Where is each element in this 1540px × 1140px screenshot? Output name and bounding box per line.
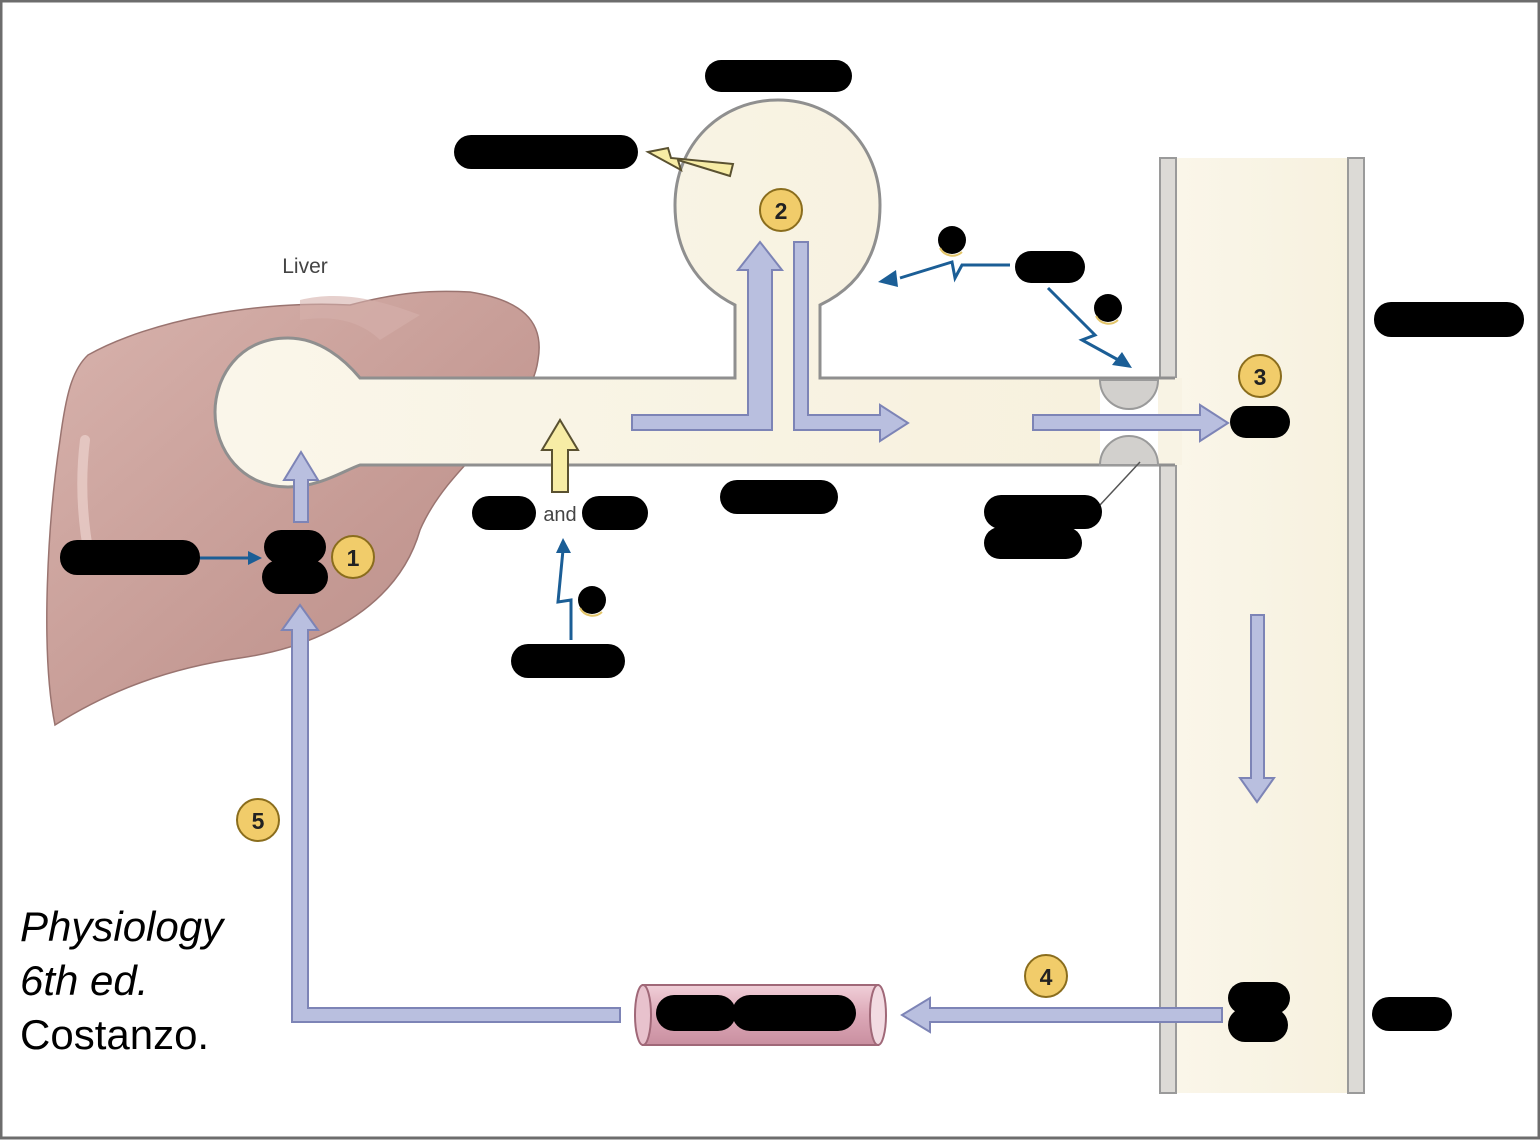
signal-arrows bbox=[200, 260, 1123, 640]
redacted-sign bbox=[938, 226, 966, 254]
step-number: 5 bbox=[252, 808, 265, 834]
redacted-label bbox=[262, 560, 328, 594]
flow-arrow-into-gallbladder bbox=[631, 240, 785, 431]
flow-arrow-out-gallbladder bbox=[793, 241, 910, 443]
step-badges: 1 2 3 4 5 bbox=[236, 188, 1282, 998]
step-number: 2 bbox=[775, 198, 788, 224]
redacted-label bbox=[264, 530, 326, 564]
flow-arrow-into-intestine bbox=[1032, 403, 1230, 443]
redacted-sign bbox=[578, 586, 606, 614]
signal-arrow-to-sphincter bbox=[1046, 286, 1123, 364]
step-badge-4: 4 bbox=[1024, 954, 1068, 998]
redacted-label bbox=[1230, 406, 1290, 438]
flow-arrow-liver-up bbox=[282, 450, 320, 523]
redacted-label bbox=[1372, 997, 1452, 1031]
redaction-blocks bbox=[60, 60, 1524, 1042]
redacted-label bbox=[60, 540, 200, 575]
redacted-label bbox=[511, 644, 625, 678]
flow-arrows bbox=[280, 240, 1276, 1034]
step-badge-3: 3 bbox=[1238, 354, 1282, 398]
sphincter bbox=[1098, 379, 1160, 506]
and-label: and bbox=[543, 504, 576, 526]
step-badge-5: 5 bbox=[236, 798, 280, 842]
intestine bbox=[1100, 157, 1365, 1094]
redacted-label bbox=[705, 60, 852, 92]
redacted-label bbox=[720, 480, 838, 514]
redacted-sign-rings bbox=[579, 247, 1119, 617]
redacted-label bbox=[984, 527, 1082, 559]
redacted-label bbox=[1015, 251, 1085, 283]
caption-title: Physiology bbox=[20, 903, 224, 950]
stimulus-arrow-secretion bbox=[540, 418, 580, 493]
redacted-sign bbox=[1094, 294, 1122, 322]
redacted-label bbox=[1374, 302, 1524, 337]
signal-arrow-to-gallbladder bbox=[899, 260, 1010, 283]
redacted-label bbox=[1228, 982, 1290, 1014]
redacted-label bbox=[656, 995, 736, 1031]
flow-arrow-to-portal bbox=[900, 996, 1223, 1034]
signal-arrowheads bbox=[248, 270, 1132, 565]
flow-arrow-portal-return bbox=[280, 603, 621, 1023]
step-number: 3 bbox=[1254, 364, 1267, 390]
flow-arrow-down-intestine bbox=[1238, 614, 1276, 804]
redacted-label bbox=[732, 995, 856, 1031]
step-number: 4 bbox=[1040, 964, 1053, 990]
stimulus-arrows bbox=[540, 146, 735, 493]
liver-label: Liver bbox=[282, 255, 328, 278]
step-badge-2: 2 bbox=[759, 188, 803, 232]
redacted-label bbox=[984, 495, 1102, 529]
redacted-label bbox=[454, 135, 638, 169]
redacted-label bbox=[1228, 1008, 1288, 1042]
source-caption: Physiology 6th ed. Costanzo. bbox=[20, 900, 223, 1062]
caption-edition: 6th ed. bbox=[20, 957, 149, 1004]
step-number: 1 bbox=[347, 545, 360, 571]
step-badge-1: 1 bbox=[331, 535, 375, 579]
redacted-label bbox=[582, 496, 648, 530]
bile-duct-system bbox=[213, 98, 1100, 489]
caption-author: Costanzo. bbox=[20, 1011, 210, 1058]
signal-arrow-to-duct bbox=[556, 549, 573, 640]
stimulus-arrow-gallbladder-out bbox=[645, 146, 735, 178]
liver-highlight bbox=[300, 295, 420, 340]
redacted-label bbox=[472, 496, 536, 530]
